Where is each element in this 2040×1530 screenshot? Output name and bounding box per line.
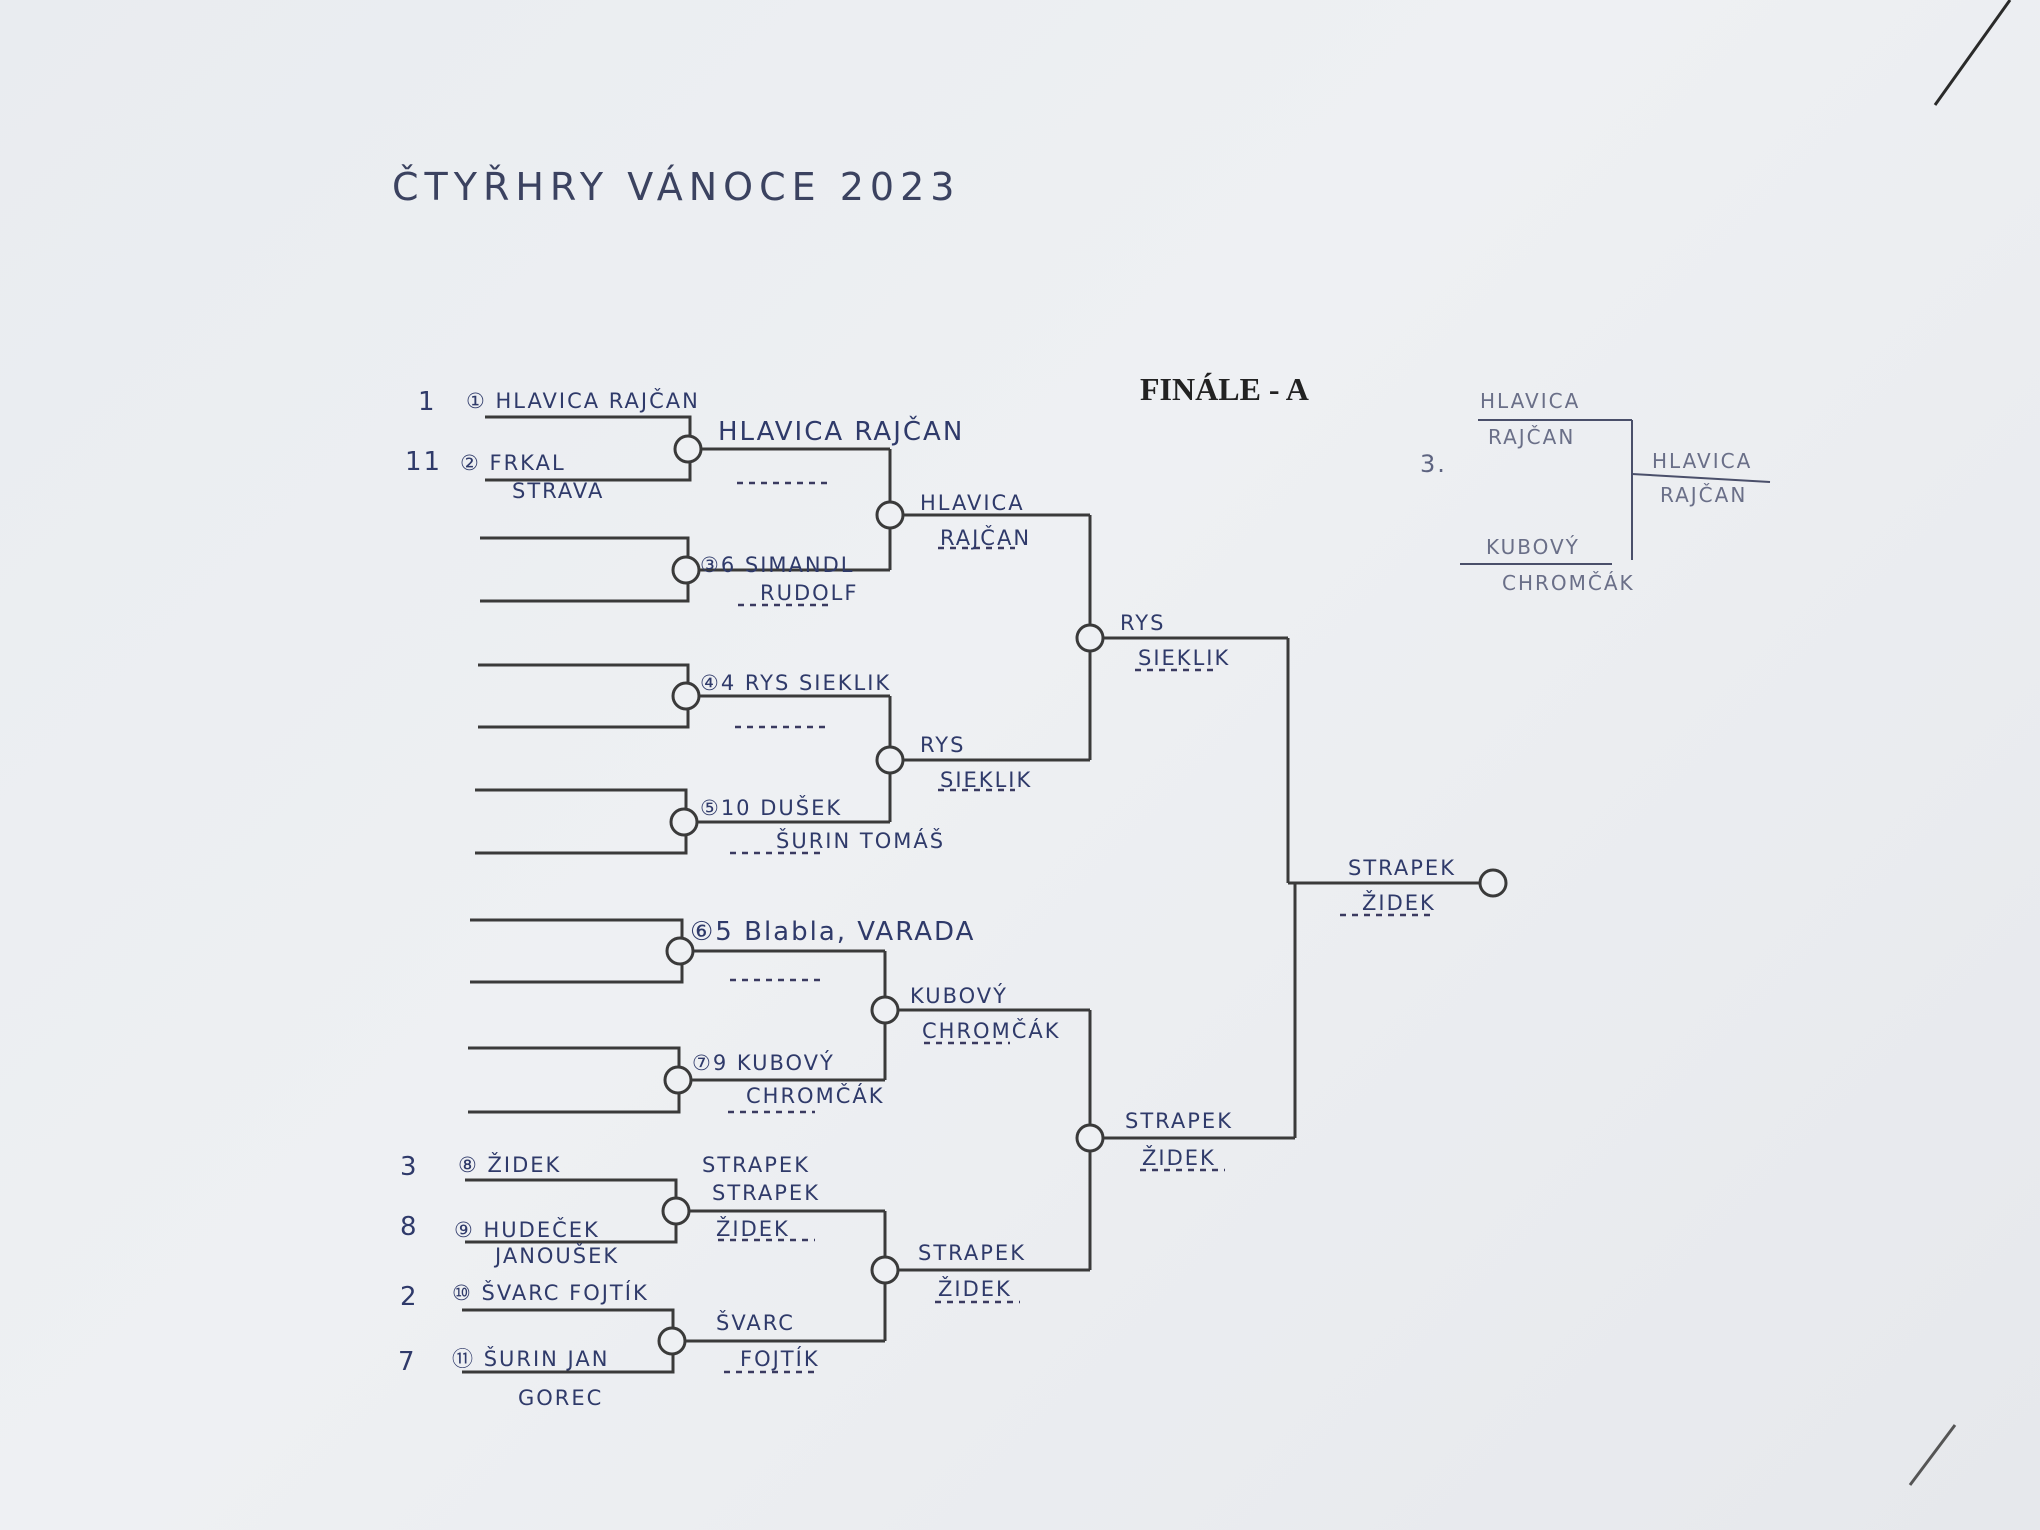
seed-number: 1 [418, 387, 437, 417]
match-nodes [657, 434, 1508, 1356]
entry-name-2: ŠURIN TOMÁŠ [776, 828, 945, 853]
third-place-team: CHROMČÁK [1502, 571, 1635, 595]
third-place-team: KUBOVÝ [1486, 535, 1580, 559]
entry-number: ⑤10 [700, 796, 752, 820]
final-winner: ŽIDEK [1362, 890, 1436, 915]
round3-name: STRAPEK [1125, 1109, 1233, 1133]
round2-name: HLAVICA [920, 491, 1025, 515]
match-winner: ŠVARC [716, 1310, 795, 1335]
dash-marks [718, 481, 1430, 1374]
entry-name: ŠVARC FOJTÍK [482, 1280, 649, 1305]
entry-number: ④4 [700, 671, 736, 695]
round2-name: RAJČAN [940, 525, 1031, 550]
entry-number: ⑨ [454, 1218, 475, 1242]
seed-number: 7 [398, 1347, 417, 1377]
pin-mark-bottom [1908, 1424, 1957, 1486]
seed-number: 8 [400, 1212, 419, 1242]
third-place-winner: HLAVICA [1652, 449, 1752, 473]
entry-name: ŽIDEK [488, 1152, 562, 1177]
final-winner: STRAPEK [1348, 856, 1456, 880]
entry-name-2: GOREC [518, 1386, 603, 1410]
entry-name-2: JANOUŠEK [493, 1243, 619, 1268]
entry-name: HUDEČEK [484, 1217, 600, 1242]
entry-name-b: STRAPEK [702, 1153, 810, 1177]
entry-number: ② [460, 451, 481, 475]
entry-name: HLAVICA RAJČAN [496, 388, 700, 413]
svg-text:⑥5 Blabla, VARADA: ⑥5 Blabla, VARADA [690, 917, 975, 947]
round2-name: RYS [920, 733, 965, 757]
round2-name: STRAPEK [918, 1241, 1026, 1265]
final-entry: STRAPEK ŽIDEK [1348, 856, 1456, 915]
final-lines [1286, 638, 1492, 1138]
entry-number: ⑩ [452, 1281, 473, 1305]
svg-text:⑪ ŠURIN JAN: ⑪ ŠURIN JAN [452, 1346, 609, 1371]
entry-number: ① [466, 389, 487, 413]
round3-name: RYS [1120, 611, 1165, 635]
round3-name: SIEKLIK [1138, 646, 1230, 670]
entry-name-2: CHROMČÁK [746, 1083, 885, 1108]
entry-number: ③6 [700, 553, 736, 577]
third-place-winner: RAJČAN [1660, 483, 1747, 507]
round2-name: CHROMČÁK [922, 1018, 1061, 1043]
entry-name: SIMANDL [745, 553, 855, 577]
round2-name: SIEKLIK [940, 768, 1032, 792]
round2-lines [883, 449, 1090, 1341]
svg-text:③6 SIMANDL: ③6 SIMANDL [700, 553, 854, 577]
svg-text:① HLAVICA RAJČAN: ① HLAVICA RAJČAN [466, 388, 700, 413]
third-place-match: 3. HLAVICA RAJČAN HLAVICA RAJČAN KUBOVÝ … [1420, 389, 1771, 595]
round2-name: KUBOVÝ [910, 983, 1008, 1008]
entry-name: Blabla, VARADA [744, 917, 975, 947]
entry-name: DUŠEK [760, 795, 842, 820]
svg-text:⑦9 KUBOVÝ: ⑦9 KUBOVÝ [692, 1050, 835, 1075]
entry-name-2: STRAVA [512, 479, 604, 503]
third-place-label: 3. [1420, 450, 1447, 478]
entry-name: KUBOVÝ [737, 1050, 835, 1075]
entry-number: ⑥5 [690, 917, 734, 947]
third-place-team: RAJČAN [1488, 425, 1575, 449]
svg-text:⑧ ŽIDEK: ⑧ ŽIDEK [458, 1152, 561, 1177]
third-place-team: HLAVICA [1480, 389, 1580, 413]
entry-number: ⑧ [458, 1153, 479, 1177]
entry-name: FRKAL [490, 451, 566, 475]
svg-text:④4 RYS SIEKLIK: ④4 RYS SIEKLIK [700, 671, 891, 695]
round3-name: ŽIDEK [1142, 1145, 1216, 1170]
pin-mark-top [1933, 0, 2012, 106]
svg-text:⑩ ŠVARC FOJTÍK: ⑩ ŠVARC FOJTÍK [452, 1280, 649, 1305]
svg-text:⑤10 DUŠEK: ⑤10 DUŠEK [700, 795, 842, 820]
entry-name: RYS SIEKLIK [745, 671, 891, 695]
round3-entries: RYS SIEKLIK STRAPEK ŽIDEK [1120, 611, 1233, 1170]
match-winner: HLAVICA RAJČAN [718, 415, 964, 447]
match-winner: ŽIDEK [716, 1216, 790, 1241]
seed-number: 2 [400, 1282, 419, 1312]
round2-entries: HLAVICA RAJČAN RYS SIEKLIK KUBOVÝ CHROMČ… [910, 491, 1061, 1301]
svg-text:⑨ HUDEČEK: ⑨ HUDEČEK [454, 1217, 600, 1242]
seed-number: 11 [405, 447, 442, 477]
sheet-title: ČTYŘHRY VÁNOCE 2023 [392, 165, 960, 209]
entry-name: ŠURIN JAN [484, 1346, 610, 1371]
round2-name: ŽIDEK [938, 1276, 1012, 1301]
seed-number: 3 [400, 1152, 419, 1182]
match-winner: STRAPEK [712, 1181, 820, 1205]
entry-number: ⑪ [452, 1347, 475, 1371]
entry-number: ⑦9 [692, 1051, 728, 1075]
entry-name-2: RUDOLF [760, 581, 858, 605]
round1-entries: ① HLAVICA RAJČAN ② FRKAL STRAVA ③6 SIMAN… [452, 388, 975, 1410]
bracket-heading: FINÁLE - A [1140, 371, 1309, 407]
match-winner: FOJTÍK [740, 1346, 820, 1371]
svg-text:② FRKAL: ② FRKAL [460, 451, 566, 475]
